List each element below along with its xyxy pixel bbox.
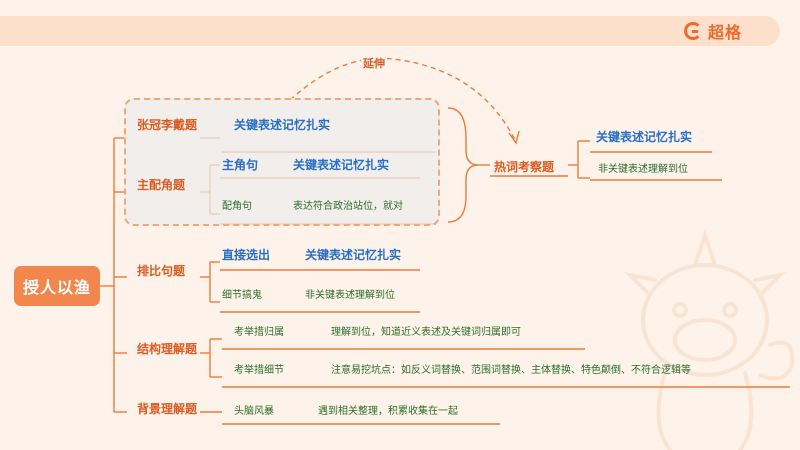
jiegou-sub-attribution-detail: 理解到位，知道近义表述及关键词归属即可 xyxy=(331,327,521,338)
paibi-sub-direct-detail: 关键表述记忆扎实 xyxy=(305,248,402,262)
hot-words-sub-key: 关键表述记忆扎实 xyxy=(596,130,693,144)
jiegou-sub-details: 考举措细节 xyxy=(234,365,284,376)
branch-zhangguanlidai-detail: 关键表述记忆扎实 xyxy=(234,118,331,132)
zhupeijiao-sub-main: 主角句 xyxy=(222,158,259,172)
paibi-sub-detail-text: 非关键表述理解到位 xyxy=(305,290,395,301)
branch-hot-words: 热词考察题 xyxy=(494,160,555,174)
beijing-sub-brainstorm-detail: 遇到相关整理，积累收集在一起 xyxy=(318,406,458,417)
header-banner xyxy=(0,16,780,46)
beijing-sub-brainstorm: 头脑风暴 xyxy=(234,406,274,417)
hot-words-sub-nonkey: 非关键表述理解到位 xyxy=(598,164,688,175)
unicorn-mascot-icon xyxy=(623,228,795,450)
branch-beijing: 背景理解题 xyxy=(137,402,198,416)
grouped-branches-frame xyxy=(124,98,440,226)
extend-label: 延伸 xyxy=(361,55,387,71)
zhupeijiao-sub-main-detail: 关键表述记忆扎实 xyxy=(293,158,390,172)
zhupeijiao-sub-support: 配角句 xyxy=(222,201,252,212)
zhupeijiao-sub-support-detail: 表达符合政治站位，就对 xyxy=(293,201,403,212)
branch-zhangguanlidai: 张冠李戴题 xyxy=(137,118,198,132)
paibi-sub-direct: 直接选出 xyxy=(222,248,271,262)
brand-g-icon xyxy=(684,22,702,40)
branch-jiegou: 结构理解题 xyxy=(137,342,198,356)
jiegou-sub-details-text: 注意易挖坑点：如反义词替换、范围词替换、主体替换、特色颠倒、不符合逻辑等 xyxy=(331,365,691,376)
branch-zhupeijiao: 主配角题 xyxy=(137,178,186,192)
branch-paibi: 排比句题 xyxy=(137,264,186,278)
brand-logo: 超格 xyxy=(684,20,742,42)
jiegou-sub-attribution: 考举措归属 xyxy=(234,327,284,338)
paibi-sub-detail: 细节搞鬼 xyxy=(222,290,262,301)
brand-name: 超格 xyxy=(708,23,743,42)
root-node: 授人以渔 xyxy=(14,266,100,306)
